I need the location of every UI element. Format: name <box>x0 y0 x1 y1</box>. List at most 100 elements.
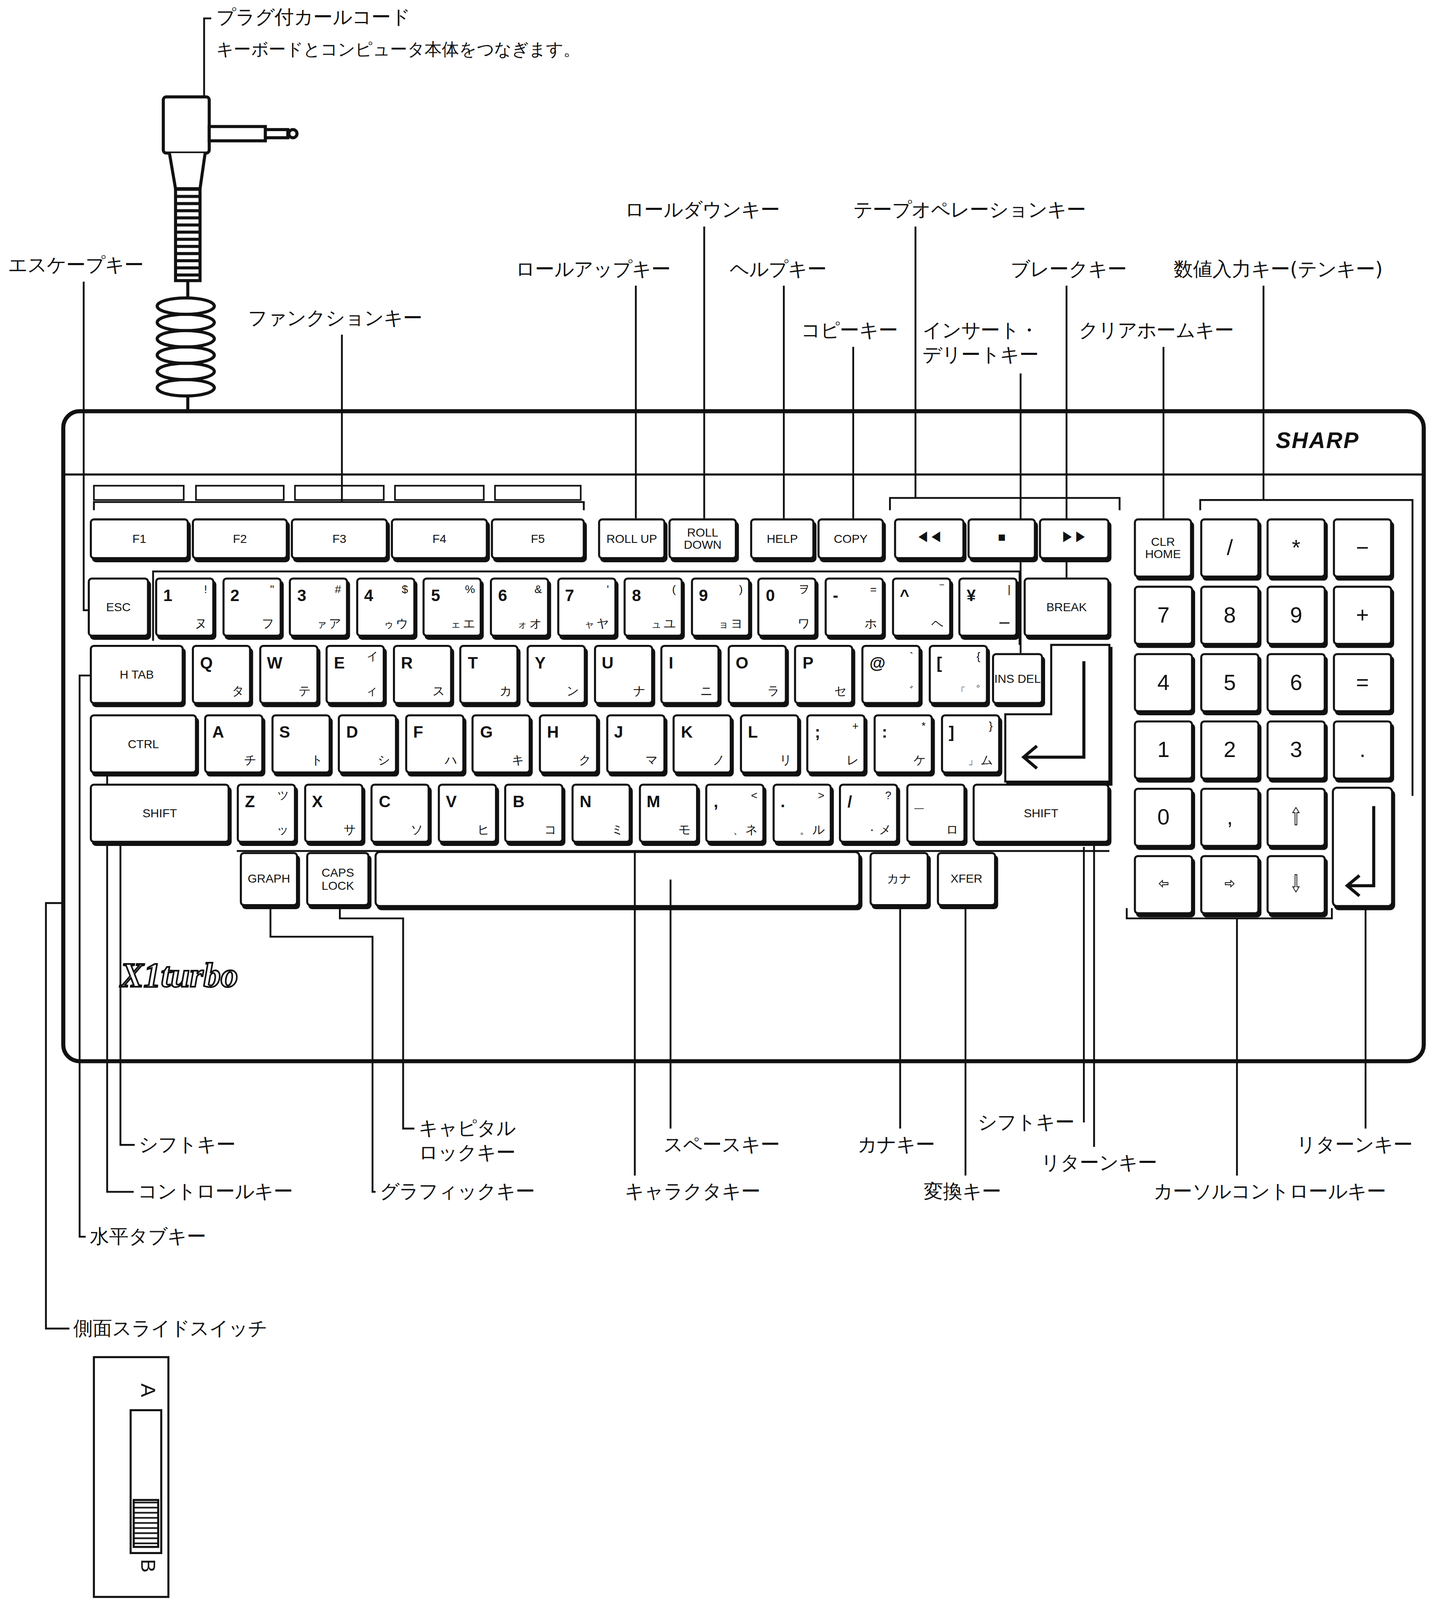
key: ;+レ <box>806 714 866 774</box>
key-legend: 。 <box>799 825 810 836</box>
key: ⇩ <box>1266 855 1326 915</box>
key-legend: ヨ <box>730 617 743 630</box>
key-legend: 」 <box>967 756 979 767</box>
key-legend: メ <box>878 823 892 836</box>
key-legend: V <box>445 793 457 811</box>
key-legend: < <box>750 790 758 802</box>
key-legend: ⇦ <box>1135 873 1191 897</box>
callout-label: 数値入力キー(テンキー) <box>1173 257 1383 282</box>
key-legend: リ <box>779 754 792 767</box>
key-legend: イ <box>366 651 379 663</box>
leader-lines <box>204 18 212 97</box>
leader-lines <box>669 879 672 1129</box>
key: ⇧ <box>1266 787 1326 847</box>
key-legend: ` <box>909 651 914 663</box>
leader-lines <box>1364 908 1367 1129</box>
key-legend: F <box>413 724 424 742</box>
key-legend: @ <box>869 655 886 672</box>
key: Bコ <box>504 783 564 843</box>
key: 5%エェ <box>422 577 482 637</box>
key-legend: % <box>464 583 476 596</box>
key-legend: 3 <box>1268 738 1324 762</box>
key-legend: ¥ <box>966 587 976 605</box>
key: Eイィ <box>325 645 385 705</box>
key-legend: カ <box>499 684 512 697</box>
leader-lines <box>634 851 636 1176</box>
key-legend: シ <box>377 754 390 767</box>
key: 2 <box>1200 720 1260 780</box>
key-legend: U <box>601 655 614 672</box>
callout-label: カーソルコントロールキー <box>1153 1179 1387 1205</box>
key-legend: 8 <box>631 587 642 605</box>
key-legend: ( <box>671 583 676 596</box>
callout-label: リターンキー <box>1296 1132 1413 1157</box>
key: 7'ヤャ <box>556 577 616 637</box>
key-legend: CTRL <box>91 737 196 751</box>
key-legend: . <box>780 793 785 811</box>
key: CTRL <box>89 714 197 774</box>
key: ⇦ <box>1134 855 1194 915</box>
leader-lines <box>1083 846 1085 1123</box>
key: 9 <box>1266 585 1326 646</box>
leader-lines <box>45 903 70 1329</box>
key: Nミ <box>571 783 631 843</box>
key-legend: C <box>378 793 391 811</box>
key: Qタ <box>191 645 251 705</box>
key-legend: F5 <box>492 532 583 546</box>
key-legend: XFER <box>938 873 995 886</box>
key-legend: オ <box>529 617 542 630</box>
key-legend: & <box>534 583 543 596</box>
brand-logo: SHARP <box>1275 426 1360 455</box>
key-legend: H TAB <box>91 668 182 681</box>
key: 0 <box>1134 787 1194 847</box>
key: , <box>1200 787 1260 847</box>
key: ROLL DOWN <box>668 518 737 560</box>
leader-lines <box>339 908 415 1129</box>
key: ESC <box>87 577 149 637</box>
key-legend: O <box>735 655 749 672</box>
curl-cord <box>186 280 190 299</box>
key-legend: | <box>1007 583 1011 596</box>
key-legend: ト <box>310 754 323 767</box>
key-legend: H <box>547 724 560 742</box>
key-legend: _ <box>914 793 924 811</box>
key: Aチ <box>204 714 264 774</box>
key: Sト <box>271 714 331 774</box>
slide-switch <box>94 1357 169 1598</box>
key-legend: ' <box>606 583 609 596</box>
key-legend: キ <box>511 754 525 767</box>
curl-cord <box>288 129 297 138</box>
key-legend: / <box>847 793 853 811</box>
callout-label: グラフィックキー <box>379 1179 535 1205</box>
switch-position: B <box>134 1559 161 1573</box>
curl-cord <box>157 346 215 364</box>
callout-label: コピーキー <box>800 318 898 343</box>
curl-cord <box>157 298 215 315</box>
key-legend: ^ <box>899 587 910 605</box>
key-legend: W <box>266 655 283 672</box>
key-legend: ラ <box>767 684 780 697</box>
callout-label: リターンキー <box>1040 1151 1158 1176</box>
key: ]}ム」 <box>940 714 1000 774</box>
key-legend: − <box>1335 536 1391 560</box>
key-legend: ゥ <box>383 619 394 630</box>
key-legend: 6 <box>1268 671 1324 695</box>
slide-switch <box>130 1410 162 1554</box>
key: H TAB <box>89 645 184 705</box>
key: CAPS LOCK <box>306 852 370 906</box>
key-legend: ム <box>980 754 993 767</box>
key-legend: ‾ <box>939 583 944 596</box>
key: Dシ <box>338 714 398 774</box>
key: ¥|ー <box>958 577 1018 637</box>
key: Jマ <box>605 714 665 774</box>
key-legend: # <box>334 583 342 596</box>
key: Iニ <box>660 645 720 705</box>
key: 6&オォ <box>489 577 549 637</box>
key: -=ホ <box>824 577 884 637</box>
key-legend: エ <box>462 617 476 630</box>
key-legend: 「 <box>955 686 966 697</box>
key-legend: : <box>881 724 888 742</box>
key-legend: [ <box>936 655 942 672</box>
key: BREAK <box>1023 577 1110 637</box>
key-legend: マ <box>645 754 658 767</box>
